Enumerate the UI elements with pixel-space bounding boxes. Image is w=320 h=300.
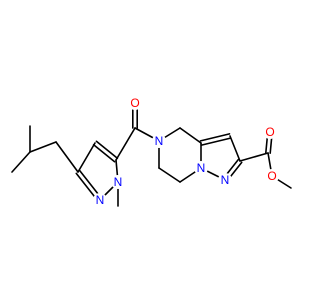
- nitrogen-atom-label: N: [114, 175, 123, 189]
- atom-label-background: [93, 193, 107, 207]
- double-bond-line: [95, 140, 119, 160]
- single-bond-line: [179, 127, 202, 144]
- atom-label-background: [263, 125, 277, 139]
- double-bond-line: [199, 133, 231, 142]
- single-bond-line: [115, 127, 136, 161]
- atom-label-background: [111, 175, 125, 189]
- single-bond-line: [158, 167, 181, 183]
- nitrogen-atom-label: N: [155, 134, 164, 148]
- nitrogen-atom-label: N: [197, 161, 206, 175]
- single-bond-line: [229, 135, 241, 162]
- single-bond-line: [77, 142, 96, 173]
- atom-label-background: [194, 161, 208, 175]
- bond-layer: [11, 102, 292, 207]
- nitrogen-atom-label: N: [221, 173, 230, 187]
- single-bond-line: [239, 152, 269, 162]
- atom-label-background: [152, 134, 166, 148]
- double-bond-line: [92, 143, 116, 163]
- atom-label-background: [265, 169, 279, 183]
- single-bond-line: [29, 141, 57, 153]
- atom-label-background: [218, 173, 232, 187]
- oxygen-atom-label: O: [130, 96, 139, 110]
- nitrogen-atom-label: N: [96, 193, 105, 207]
- atom-label-background: [128, 96, 142, 110]
- oxygen-atom-label: O: [265, 125, 274, 139]
- single-bond-line: [55, 141, 79, 173]
- double-bond-line: [200, 137, 232, 146]
- oxygen-atom-label: O: [267, 169, 276, 183]
- single-bond-line: [11, 151, 31, 173]
